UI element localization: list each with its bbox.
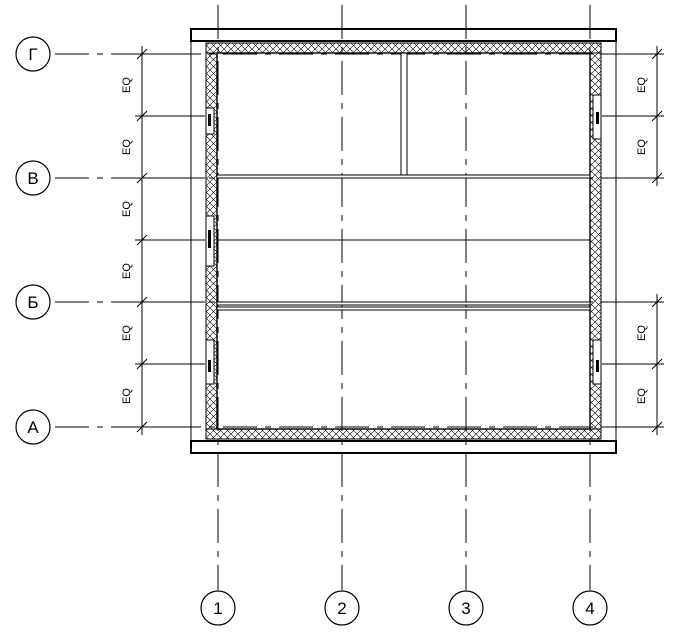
grid-col-label: 2 (337, 599, 346, 618)
grid-bubble-icon (200, 590, 236, 626)
dim-label-right-top-2: EQ (636, 139, 648, 155)
grid-bubble-col-3: 3 (448, 590, 484, 626)
grid-row-label: Г (28, 45, 37, 64)
dim-label-left-5: EQ (121, 325, 133, 341)
grid-col-label: 3 (461, 599, 470, 618)
grid-bubble-icon (15, 36, 51, 72)
dim-label-right-top-1: EQ (636, 77, 648, 93)
right-dimension-string-top (602, 46, 664, 186)
grid-bubble-icon (324, 590, 360, 626)
right-dimension-string-bottom (602, 294, 664, 435)
grid-bubble-col-1: 1 (200, 590, 236, 626)
dim-label-right-bottom-1: EQ (636, 325, 648, 341)
dim-label-left-4: EQ (121, 263, 133, 279)
dim-label-left-2: EQ (121, 139, 133, 155)
grid-bubble-icon (15, 160, 51, 196)
grid-bubble-row-b: Б (15, 284, 51, 320)
grid-bubble-icon (15, 409, 51, 445)
grid-bubble-row-g: Г (15, 36, 51, 72)
left-dimension-string (135, 46, 205, 435)
right-wall-openings (592, 94, 602, 385)
dim-label-left-1: EQ (121, 77, 133, 93)
dim-label-right-bottom-2: EQ (636, 388, 648, 404)
dim-label-left-6: EQ (121, 388, 133, 404)
grid-col-label: 4 (585, 599, 594, 618)
grid-bubble-row-a: А (15, 409, 51, 445)
grid-bubble-icon (448, 590, 484, 626)
interior-partitions (216, 52, 591, 311)
grid-bubble-col-2: 2 (324, 590, 360, 626)
grid-row-label: В (27, 169, 38, 188)
grid-row-label: А (27, 418, 39, 437)
top-slab (190, 28, 617, 42)
grid-bubble-col-4: 4 (572, 590, 608, 626)
grid-bubble-row-v: В (15, 160, 51, 196)
dim-label-left-3: EQ (121, 201, 133, 217)
grid-col-label: 1 (213, 599, 222, 618)
grid-row-label: Б (27, 293, 38, 312)
grid-bubble-icon (15, 284, 51, 320)
bottom-slab (190, 440, 617, 454)
grid-bubble-icon (572, 590, 608, 626)
left-wall-openings (205, 107, 215, 385)
